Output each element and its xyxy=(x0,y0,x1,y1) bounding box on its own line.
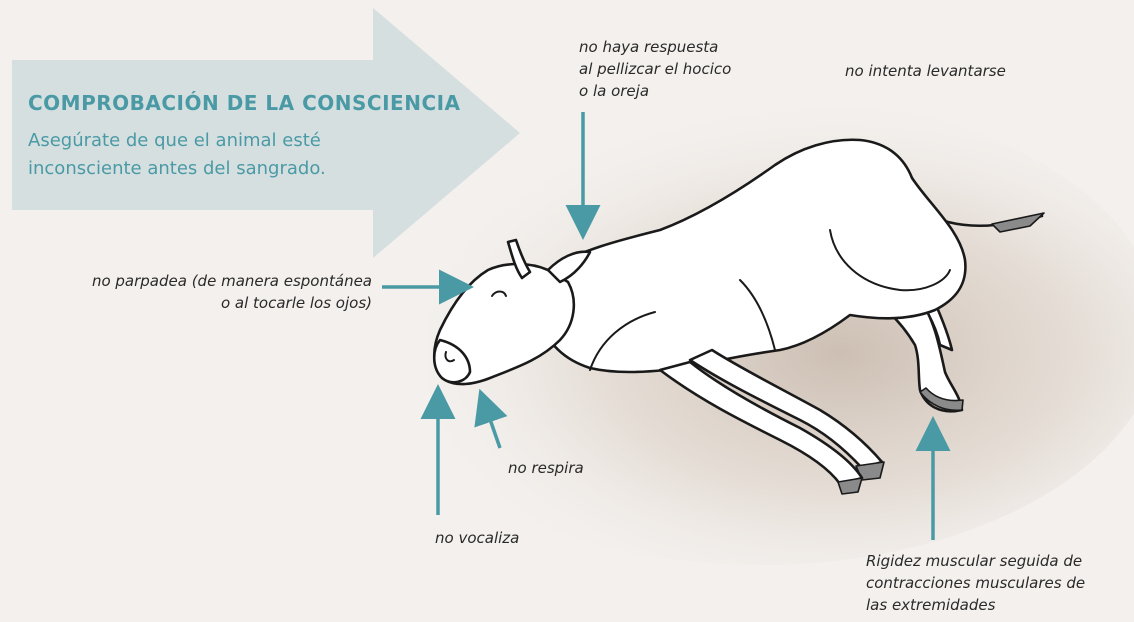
label-breathe: no respira xyxy=(508,459,584,477)
label-vocalize: no vocaliza xyxy=(435,529,520,547)
label-pinch: no haya respuesta al pellizcar el hocico… xyxy=(579,36,731,102)
label-rigidity: Rigidez muscular seguida de contraccione… xyxy=(866,550,1085,616)
label-line: Rigidez muscular seguida de xyxy=(866,552,1083,570)
cow-illustration xyxy=(432,138,1045,495)
subtitle-line: inconsciente antes del sangrado. xyxy=(28,158,326,179)
page-title: COMPROBACIÓN DE LA CONSCIENCIA xyxy=(28,91,461,115)
label-line: no haya respuesta xyxy=(579,38,719,56)
subtitle-line: Asegúrate de que el animal esté xyxy=(28,130,321,151)
label-line: o al tocarle los ojos) xyxy=(220,294,372,312)
label-line: al pellizcar el hocico xyxy=(579,60,732,78)
label-line: contracciones musculares de xyxy=(866,574,1086,592)
label-line: o la oreja xyxy=(579,82,650,100)
arrow-breathe xyxy=(474,388,508,449)
label-line: no parpadea (de manera espontánea xyxy=(91,272,372,290)
label-blink: no parpadea (de manera espontánea o al t… xyxy=(28,270,372,314)
page-subtitle: Asegúrate de que el animal esté inconsci… xyxy=(28,127,326,183)
background-arrow xyxy=(12,8,520,258)
label-stand: no intenta levantarse xyxy=(845,62,1006,80)
label-line: las extremidades xyxy=(866,596,996,614)
